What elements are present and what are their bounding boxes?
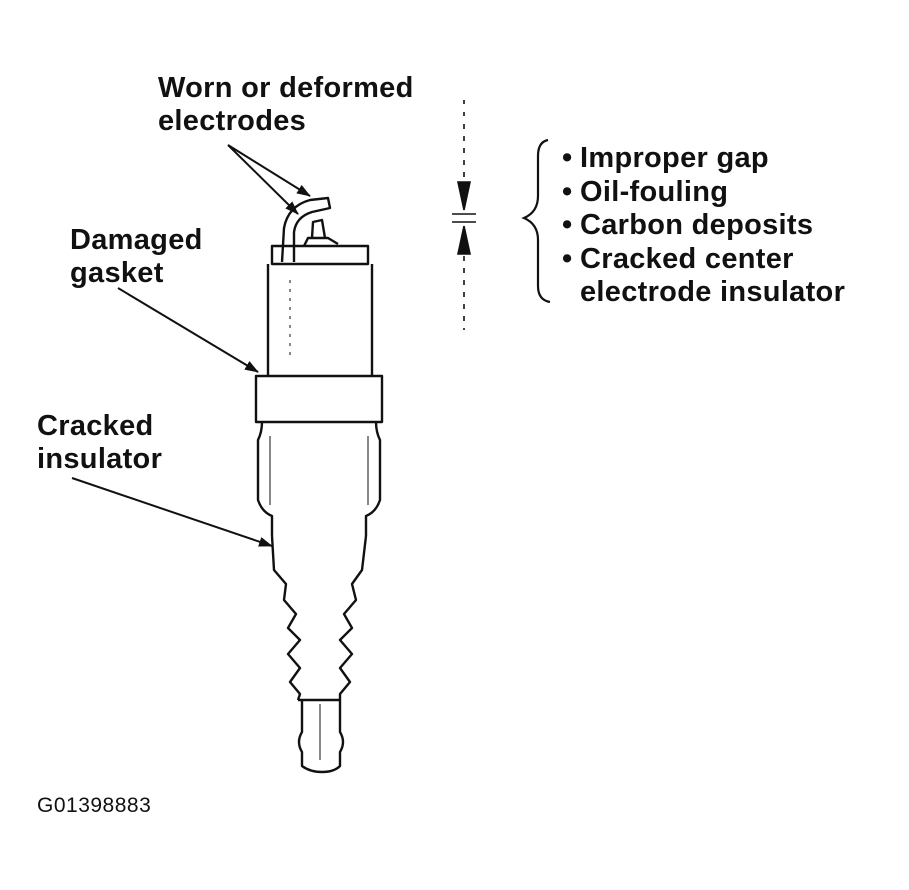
condition-item: •Carbon deposits xyxy=(560,209,845,243)
center-electrode xyxy=(310,218,327,239)
spark-plug-illustration xyxy=(254,196,384,774)
gasket-label-line2: gasket xyxy=(70,257,164,289)
hex-body xyxy=(256,421,382,536)
bullet: • xyxy=(562,142,573,174)
shell-top-rim xyxy=(270,244,370,266)
damaged-gasket-label: Damaged gasket xyxy=(70,224,203,290)
condition-continuation: electrode insulator xyxy=(560,276,845,310)
worn-label-line2: electrodes xyxy=(158,105,307,137)
worn-arrow-2 xyxy=(227,144,299,215)
gasket-ring xyxy=(254,374,384,424)
condition-text: Cracked center xyxy=(580,242,794,275)
worn-arrow-1 xyxy=(227,144,311,197)
worn-electrodes-label: Worn or deformed electrodes xyxy=(158,72,414,138)
shell-body xyxy=(266,264,374,376)
insulator-body xyxy=(270,535,368,701)
gap-arrow-up-icon xyxy=(457,225,471,255)
insulator-label-line2: insulator xyxy=(37,443,163,475)
conditions-list: •Improper gap •Oil-fouling •Carbon depos… xyxy=(560,142,845,310)
condition-item: •Cracked center xyxy=(560,243,845,277)
gasket-label-line1: Damaged xyxy=(70,224,203,256)
bullet: • xyxy=(562,175,573,208)
ground-electrode xyxy=(280,196,332,263)
gap-dimension xyxy=(452,100,476,330)
condition-item: •Improper gap xyxy=(560,142,845,176)
insulator-arrow xyxy=(71,477,273,547)
cracked-insulator-label: Cracked insulator xyxy=(37,410,162,476)
worn-label-line1: Worn or deformed xyxy=(158,72,414,104)
condition-text: Improper gap xyxy=(580,142,769,174)
figure-id: G01398883 xyxy=(37,794,152,817)
condition-item: •Oil-fouling xyxy=(560,176,845,210)
curly-brace xyxy=(521,138,551,304)
condition-text: Oil-fouling xyxy=(580,175,729,208)
insulator-label-line1: Cracked xyxy=(37,410,154,442)
gap-arrow-down-icon xyxy=(457,181,471,211)
condition-text: Carbon deposits xyxy=(580,209,814,241)
electrode-base xyxy=(302,236,339,247)
bullet: • xyxy=(562,242,573,275)
bullet: • xyxy=(562,209,573,241)
condition-text: electrode insulator xyxy=(580,276,846,308)
terminal xyxy=(297,698,345,774)
gasket-arrow xyxy=(117,287,259,373)
leader-lines xyxy=(71,144,311,547)
